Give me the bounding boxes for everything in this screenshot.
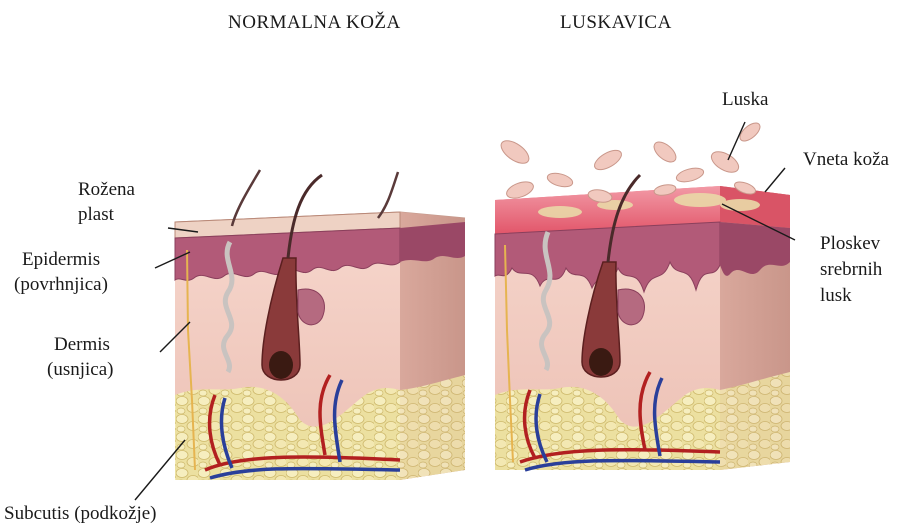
normal-skin-block (175, 170, 465, 480)
label-plaque-line1: Ploskev (820, 232, 880, 256)
label-epidermis-line2: (povrhnjica) (14, 273, 108, 297)
label-scale: Luska (722, 88, 768, 112)
label-stratum-corneum-line1: Rožena (78, 178, 135, 202)
leader-inflamed-skin (765, 168, 785, 192)
label-inflamed-skin: Vneta koža (803, 148, 889, 172)
label-plaque-line3: lusk (820, 284, 852, 308)
label-dermis-line2: (usnjica) (47, 358, 113, 382)
psoriasis-skin-block (495, 120, 790, 470)
label-stratum-corneum-line2: plast (78, 203, 114, 227)
label-plaque-line2: srebrnih (820, 258, 882, 282)
label-epidermis-line1: Epidermis (22, 248, 100, 272)
label-dermis-line1: Dermis (54, 333, 110, 357)
label-subcutis: Subcutis (podkožje) (4, 502, 157, 526)
